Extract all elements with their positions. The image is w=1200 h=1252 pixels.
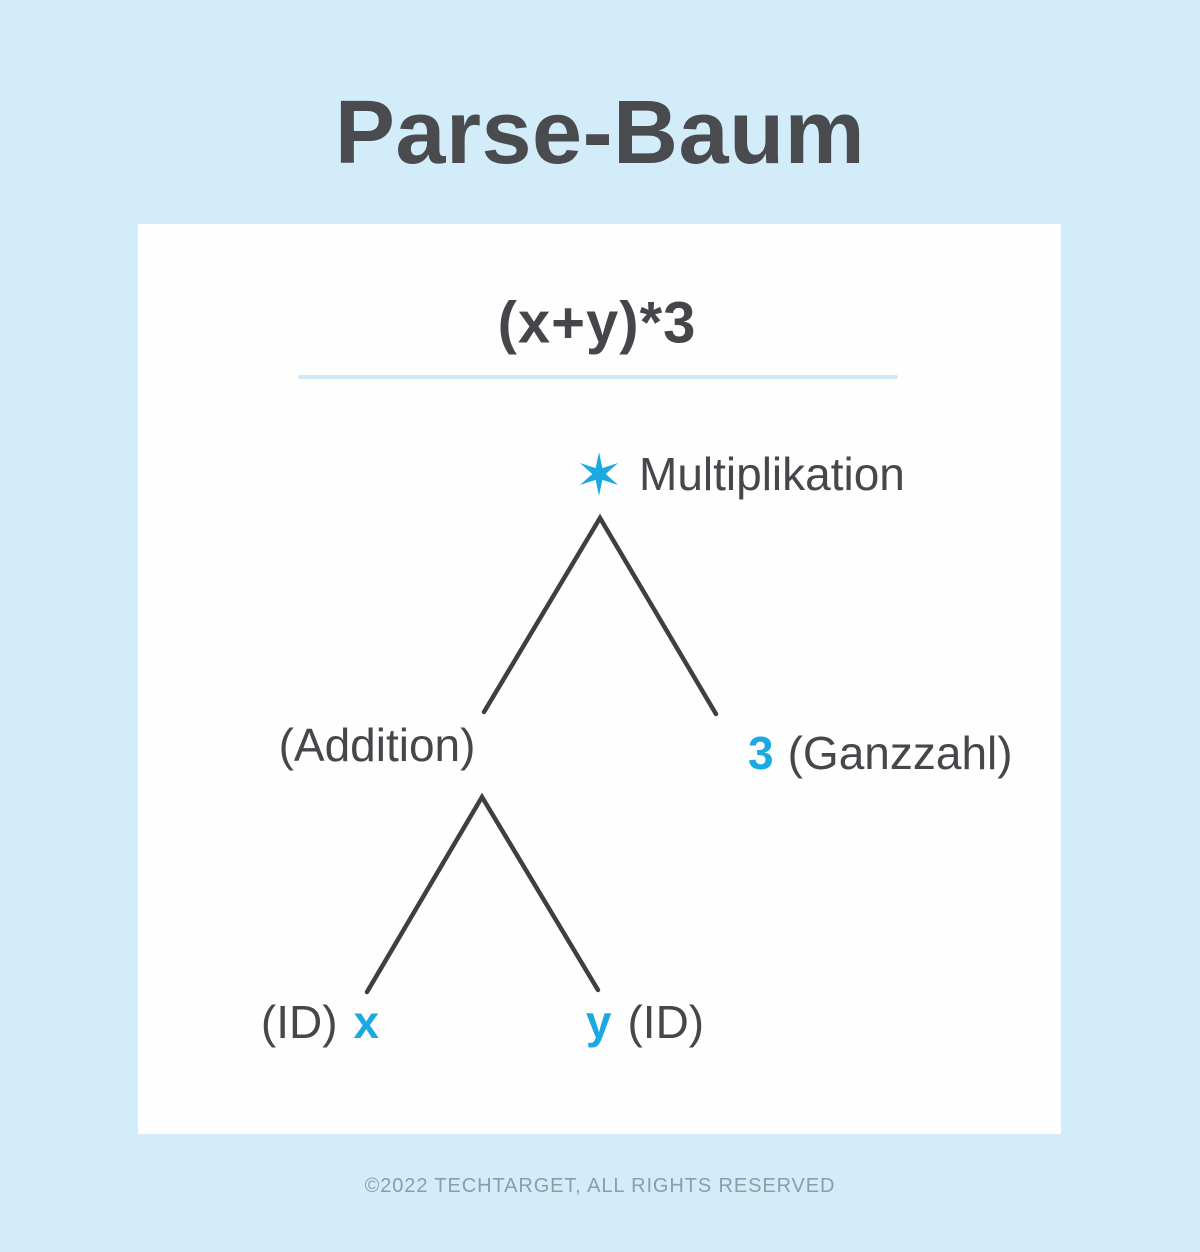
node-id-y-value: y	[585, 996, 612, 1048]
node-integer: 3 (Ganzzahl)	[748, 726, 1013, 780]
node-id-x-value: x	[353, 996, 380, 1048]
node-id-y: y (ID)	[586, 995, 704, 1049]
node-addition-label: (Addition)	[278, 719, 476, 771]
node-integer-value: 3	[748, 727, 774, 779]
node-id-x-label: (ID)	[260, 996, 338, 1048]
expression-text: (x+y)*3	[497, 290, 697, 356]
node-multiplication: Multiplikation	[576, 448, 905, 500]
node-addition: (Addition)	[279, 718, 476, 772]
tree-edges	[364, 513, 719, 995]
edge-root-children	[481, 513, 719, 717]
page-title: Parse-Baum	[334, 83, 866, 183]
diagram-card: (x+y)*3 Multiplikation (Addition) 3 (Gan…	[138, 224, 1061, 1134]
edge-addition-children	[364, 792, 601, 995]
node-id-y-label: (ID)	[627, 996, 705, 1048]
node-id-x: (ID) x	[261, 995, 379, 1049]
node-multiplication-label: Multiplikation	[639, 448, 905, 500]
node-integer-label: (Ganzzahl)	[787, 727, 1013, 779]
copyright-text: ©2022 TECHTARGET, ALL RIGHTS RESERVED	[364, 1175, 836, 1197]
asterisk-star-icon	[579, 451, 619, 497]
divider-line	[298, 375, 898, 379]
